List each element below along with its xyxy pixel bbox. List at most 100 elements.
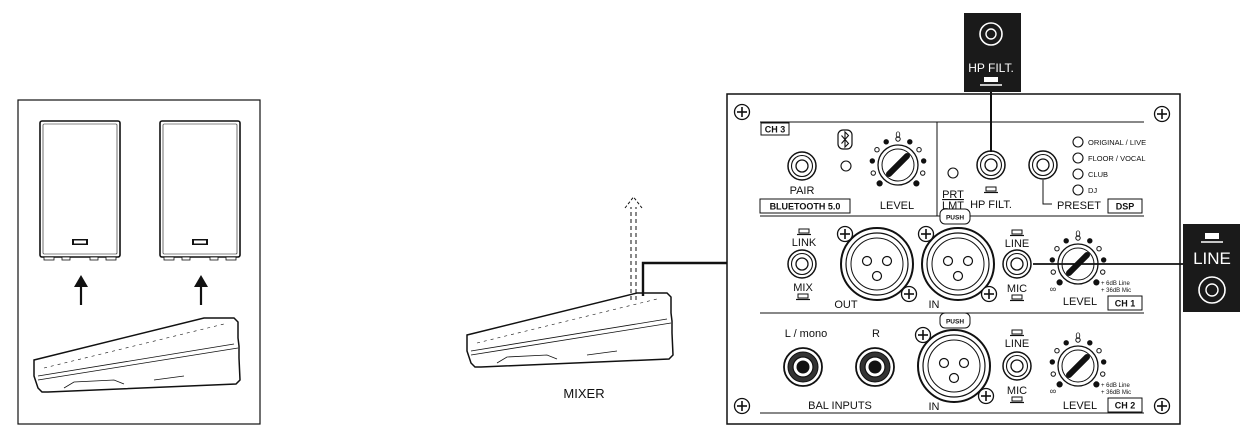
- push-tab-ch2[interactable]: [939, 312, 971, 329]
- rear-panel: CH 3 PAIR BLUETOOTH 5.0 0 LEVEL PRT LMT: [726, 93, 1181, 425]
- in-label-ch1: IN: [929, 299, 940, 311]
- button-icon: [979, 22, 1003, 46]
- ch1-title: CH 1: [1115, 299, 1136, 309]
- knob-scale-dot: [913, 180, 920, 187]
- ch2-section: L / mono R BAL INPUTS PUSH IN LINE MIC 0…: [783, 312, 1143, 413]
- knob-scale-dot: [869, 158, 876, 164]
- knob-scale-dot: [1075, 235, 1081, 241]
- ch2-level-knob[interactable]: [1049, 337, 1107, 388]
- ch1-inf: ∞: [1050, 284, 1056, 294]
- knob-scale-dot: [1100, 257, 1107, 263]
- ch2-gain-mic: + 36dB Mic: [1101, 390, 1131, 396]
- line-label-ch2: LINE: [1005, 338, 1029, 350]
- preset-original: ORIGINAL / LIVE: [1088, 138, 1146, 147]
- preset-led-club: [1072, 168, 1084, 180]
- prt-label: PRT: [942, 189, 964, 201]
- knob-scale-dot: [1049, 257, 1056, 263]
- pair-label: PAIR: [790, 185, 815, 197]
- ch1-level-label: LEVEL: [1063, 296, 1097, 308]
- preset-list: ORIGINAL / LIVE FLOOR / VOCAL CLUB DJ: [1072, 136, 1146, 196]
- ch3-title-box: [760, 122, 790, 136]
- knob-scale-dot: [1100, 269, 1106, 275]
- ch2-level-label: LEVEL: [1063, 400, 1097, 412]
- knob-scale-dot: [1093, 381, 1100, 388]
- mic-label-ch1: MIC: [1007, 283, 1027, 295]
- knob-scale-dot: [1100, 371, 1106, 377]
- preset-led-floor: [1072, 152, 1084, 164]
- ch1-level-knob[interactable]: [1049, 235, 1107, 286]
- switch-icon: [984, 77, 998, 82]
- knob-scale-dot: [895, 136, 901, 142]
- push-tab-ch1[interactable]: [939, 208, 971, 225]
- setup-illustration: [17, 99, 261, 425]
- knob-scale-dot: [1063, 340, 1069, 346]
- mixer-label: MIXER: [563, 386, 604, 401]
- knob-scale-dot: [1063, 238, 1069, 244]
- ch3-level-knob[interactable]: [869, 136, 927, 187]
- bal-inputs-label: BAL INPUTS: [808, 400, 872, 412]
- pair-button[interactable]: [787, 151, 817, 181]
- screw-icon: [977, 387, 995, 405]
- knob-scale-dot: [1050, 269, 1056, 275]
- knob-scale-dot: [920, 158, 927, 164]
- preset-club: CLUB: [1088, 170, 1108, 179]
- line-label-ch1: LINE: [1005, 238, 1029, 250]
- screw-icon: [836, 225, 854, 243]
- link-mix-button[interactable]: [787, 249, 817, 279]
- knob-scale-dot: [1087, 340, 1093, 346]
- screw-icon: [917, 225, 935, 243]
- preset-leader: [1042, 180, 1052, 205]
- button-icon: [1198, 276, 1226, 304]
- knob-scale-dot: [874, 147, 880, 153]
- dashed-arrow-up-icon: [624, 196, 643, 300]
- ch1-level-zero: 0: [1075, 229, 1080, 239]
- line-mic-button-ch1[interactable]: [1002, 249, 1032, 279]
- preset-led-original: [1072, 136, 1084, 148]
- hp-filt-callout-label: HP FILT.: [968, 61, 1014, 75]
- bluetooth-icon: [837, 129, 853, 150]
- knob-scale-dot: [1056, 279, 1063, 286]
- preset-led-dj: [1072, 184, 1084, 196]
- ch3-level-zero: 0: [895, 130, 900, 140]
- knob-scale-dot: [1096, 246, 1102, 252]
- screw-icon: [914, 326, 932, 344]
- ch1-title-box: [1107, 295, 1143, 311]
- knob-scale-dot: [1096, 348, 1102, 354]
- push-label-ch2: PUSH: [946, 319, 964, 326]
- knob-scale-dot: [1075, 337, 1081, 343]
- hp-filt-label: HP FILT.: [970, 199, 1012, 211]
- xlr-in-connector-ch2[interactable]: [917, 329, 991, 403]
- ch2-gain-line: + 6dB Line: [1101, 383, 1131, 389]
- switch-icon: [1205, 233, 1219, 239]
- preset-dj: DJ: [1088, 186, 1097, 195]
- ch2-title: CH 2: [1115, 401, 1136, 411]
- mic-label-ch2: MIC: [1007, 385, 1027, 397]
- knob-scale-dot: [1050, 371, 1056, 377]
- screw-icon: [1153, 397, 1171, 415]
- mixer-side-view: [466, 292, 674, 368]
- preset-button[interactable]: [1028, 150, 1058, 180]
- speaker-right: [159, 120, 241, 261]
- dsp-title: DSP: [1116, 202, 1135, 212]
- lmono-jack[interactable]: [783, 347, 823, 387]
- in-label-ch2: IN: [929, 401, 940, 413]
- r-jack[interactable]: [855, 347, 895, 387]
- screw-icon: [900, 285, 918, 303]
- knob-scale-dot: [1056, 381, 1063, 388]
- ch1-gain-line: + 6dB Line: [1101, 281, 1131, 287]
- mixer-device: MIXER: [466, 196, 674, 401]
- preset-floor: FLOOR / VOCAL: [1088, 154, 1146, 163]
- hp-filt-callout: HP FILT.: [964, 13, 1021, 92]
- dsp-section: PRT LMT HP FILT. PRESET DSP ORIGINAL / L…: [942, 136, 1146, 214]
- knob-scale-dot: [1100, 359, 1107, 365]
- knob-scale-dot: [883, 139, 889, 145]
- line-callout: LINE: [1183, 224, 1240, 312]
- line-mic-button-ch2[interactable]: [1002, 351, 1032, 381]
- screw-icon: [980, 285, 998, 303]
- xlr-out-connector[interactable]: [840, 227, 914, 301]
- hp-filt-button[interactable]: [976, 150, 1006, 180]
- ch3-level-label: LEVEL: [880, 200, 914, 212]
- bluetooth-label: BLUETOOTH 5.0: [770, 202, 841, 212]
- prt-lmt-led: [947, 167, 959, 179]
